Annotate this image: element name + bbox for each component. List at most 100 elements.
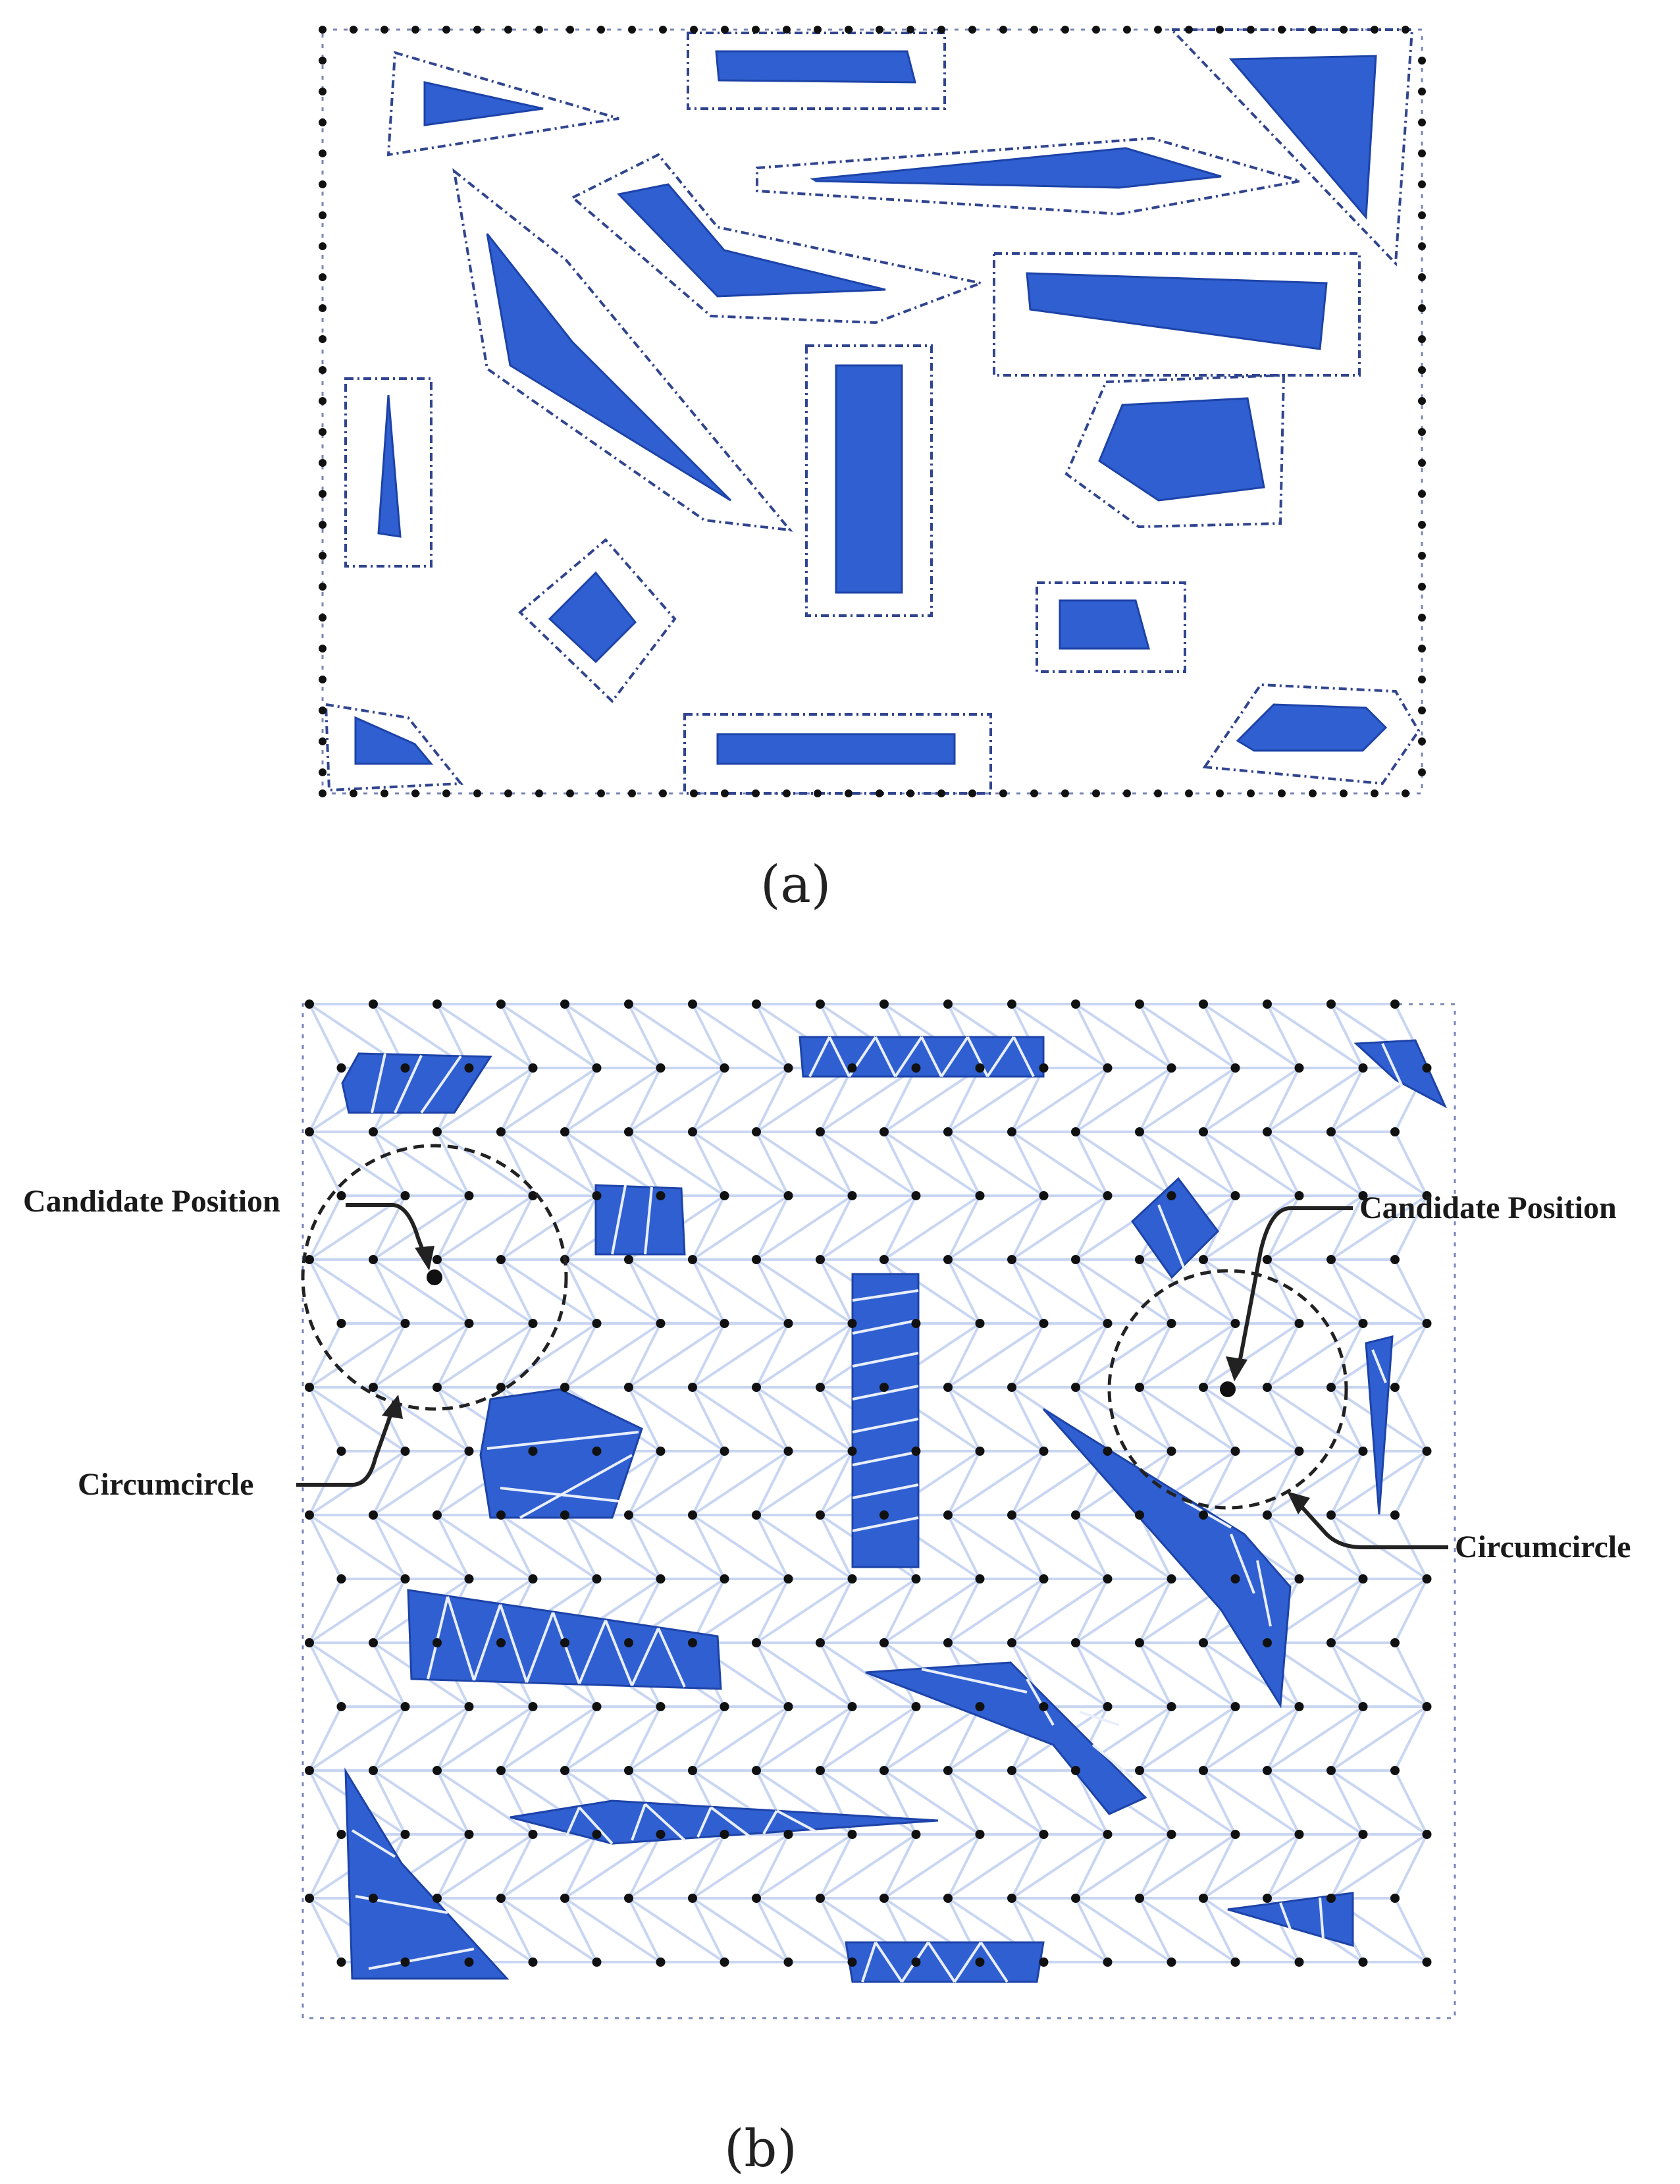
mesh-edge [691, 1194, 789, 1261]
mesh-node [1135, 1766, 1144, 1775]
mesh-edge [1011, 1834, 1045, 1899]
mesh-node [1103, 1830, 1113, 1839]
mesh-node [847, 1447, 857, 1456]
mesh-edge [308, 1386, 406, 1452]
mesh-edge [1330, 1834, 1365, 1899]
mesh-node [1390, 1894, 1400, 1903]
mesh-edge [947, 1834, 982, 1899]
mesh-edge [819, 1833, 917, 1900]
mesh-node [783, 1830, 793, 1839]
mesh-node [1167, 1191, 1176, 1200]
mesh-edge [1330, 1770, 1365, 1835]
mesh-edge [627, 1898, 662, 1963]
mesh-edge [691, 1833, 789, 1900]
mesh-edge [627, 1259, 662, 1324]
mesh-node [528, 1958, 538, 1967]
mesh-edge [755, 1834, 790, 1899]
mesh-edge [1074, 1067, 1109, 1132]
panel-a-obstacle-outlines [324, 28, 1421, 795]
boundary-node [1418, 768, 1426, 776]
mesh-edge [1011, 1578, 1045, 1643]
mesh-edge [1202, 1323, 1237, 1388]
boundary-node [1418, 119, 1426, 126]
mesh-edge [947, 1387, 982, 1452]
boundary-node [1418, 366, 1426, 374]
mesh-node [911, 1574, 921, 1584]
circumcircle-left [301, 1144, 568, 1411]
boundary-node [1418, 521, 1426, 529]
mesh-edge [627, 1067, 725, 1133]
mesh-edge [564, 1514, 662, 1580]
mesh-edge [500, 1705, 598, 1772]
mesh-node [496, 999, 506, 1009]
mesh-edge [883, 1067, 918, 1132]
mesh-edge [1202, 1067, 1300, 1133]
mesh-node [528, 1574, 538, 1584]
boundary-node [1061, 26, 1069, 34]
mesh-edge [1266, 1322, 1364, 1389]
boundary-node [1418, 335, 1426, 343]
mesh-edge [1266, 1194, 1364, 1261]
mesh-node [1135, 1510, 1144, 1520]
mesh-edge [564, 1833, 662, 1900]
mesh-node [975, 1830, 985, 1839]
mesh-node [879, 999, 889, 1009]
mesh-node [911, 1447, 921, 1456]
mesh-node [879, 1766, 889, 1775]
mesh-node [592, 1702, 602, 1711]
mesh-edge [947, 1706, 982, 1771]
mesh-edge [1138, 1706, 1173, 1771]
boundary-node [319, 149, 327, 157]
boundary-node [1247, 789, 1255, 797]
obstacle-chevron [865, 1661, 1147, 1815]
mesh-node [1263, 1127, 1272, 1136]
mesh-edge [947, 1131, 1045, 1197]
obstacle-sliver [810, 147, 1222, 189]
mesh-edge [1138, 1641, 1236, 1708]
mesh-edge [1074, 1833, 1172, 1900]
mesh-node [528, 1447, 538, 1456]
mesh-edge [1330, 1258, 1428, 1325]
mesh-edge [755, 1195, 790, 1260]
mesh-edge [1202, 1641, 1300, 1708]
mesh-node [1263, 1510, 1272, 1520]
boundary-node [319, 88, 327, 95]
mesh-node [911, 1830, 921, 1839]
mesh-edge [500, 1834, 535, 1899]
boundary-node [1418, 397, 1426, 405]
mesh-edge [1138, 1705, 1236, 1772]
mesh-edge [1394, 1387, 1429, 1452]
mesh-node [1422, 1063, 1432, 1073]
mesh-edge [564, 1131, 598, 1196]
mesh-node [1230, 1958, 1240, 1967]
mesh-edge [1266, 1451, 1301, 1516]
mesh-edge [1330, 1578, 1428, 1644]
mesh-edge [500, 1322, 598, 1389]
mesh-node [943, 1766, 953, 1775]
mesh-edge [564, 1259, 598, 1324]
mesh-edge [1138, 1323, 1173, 1388]
mesh-edge [819, 1131, 917, 1197]
mesh-edge [755, 1897, 853, 1963]
mesh-node [879, 1255, 889, 1264]
mesh-node [1007, 1383, 1016, 1392]
mesh-edge [1330, 1769, 1428, 1836]
mesh-node [1263, 999, 1272, 1009]
boundary-node [752, 789, 760, 797]
mesh-node [1167, 1063, 1176, 1073]
mesh-edge [819, 1642, 854, 1707]
mesh-node [496, 1894, 506, 1903]
mesh-edge [627, 1450, 725, 1516]
mesh-node [1294, 1063, 1304, 1073]
boundary-node [1216, 789, 1224, 797]
mesh-node [783, 1319, 793, 1328]
mesh-edge [436, 1833, 534, 1900]
boundary-node [1371, 26, 1378, 34]
mesh-node [1358, 1830, 1368, 1839]
mesh-edge [819, 1259, 854, 1324]
mesh-edge [436, 1067, 534, 1133]
mesh-edge [691, 1386, 789, 1452]
mesh-edge [627, 1386, 725, 1452]
mesh-edge [691, 1322, 789, 1389]
